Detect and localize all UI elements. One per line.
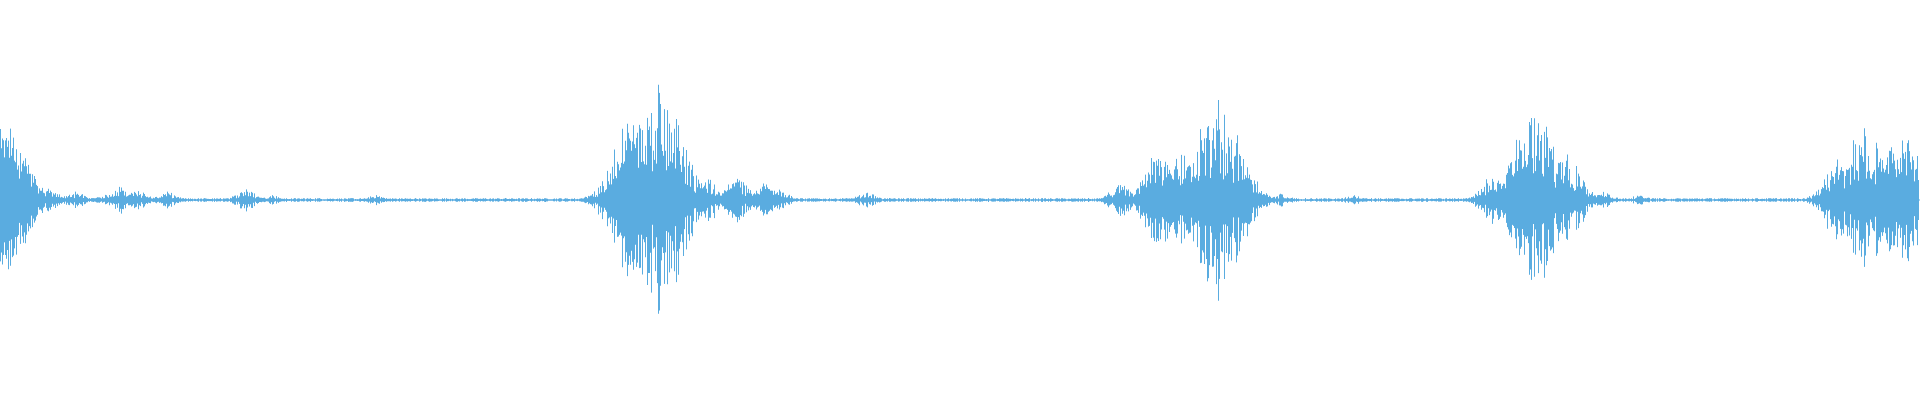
waveform-trace — [0, 84, 1919, 314]
